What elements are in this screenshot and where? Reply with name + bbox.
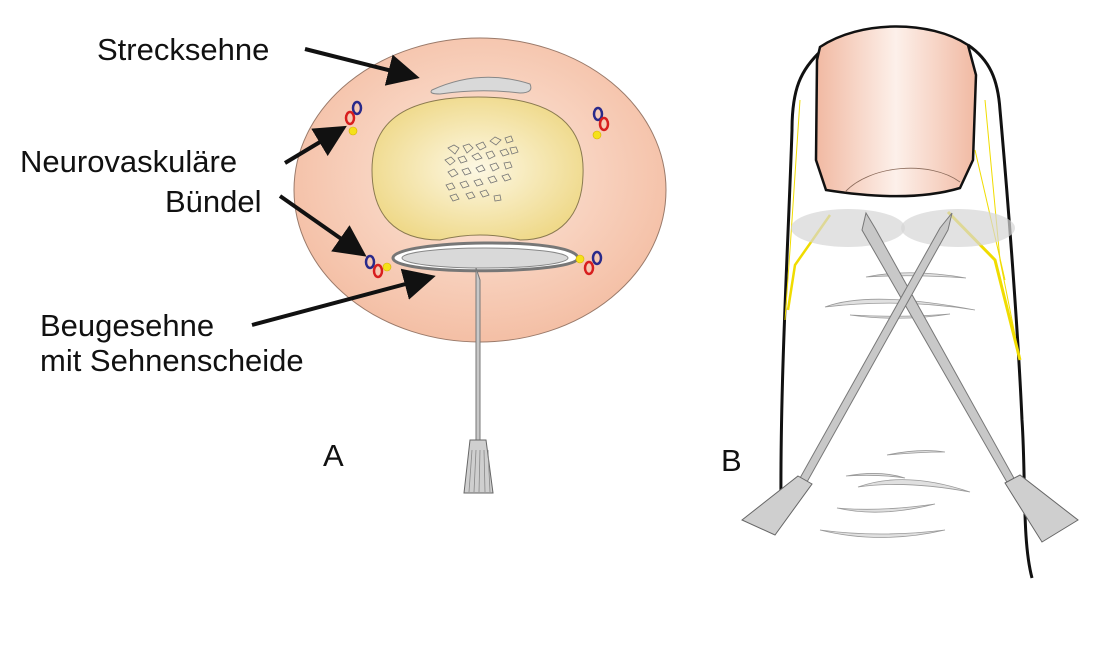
label-neurovascular-bundle-line1: Neurovaskuläre xyxy=(20,144,238,179)
neurovascular-bundle xyxy=(592,106,610,140)
fingernail xyxy=(814,25,978,198)
neurovascular-bundle xyxy=(364,254,392,279)
flexor-tendon xyxy=(401,247,569,269)
injection-site-left xyxy=(791,209,905,247)
cross-section-a xyxy=(251,37,667,494)
label-flexor-tendon-line2: mit Sehnenscheide xyxy=(40,343,304,378)
bone xyxy=(371,96,584,241)
needle-hub xyxy=(741,475,813,536)
injection-site-right xyxy=(901,209,1015,247)
lunula xyxy=(844,167,961,193)
finger-outline-left xyxy=(779,48,824,511)
label-flexor-tendon-line1: Beugesehne xyxy=(40,308,215,343)
extensor-tendon xyxy=(430,76,532,95)
needle-b1 xyxy=(861,211,1079,543)
needle-b2 xyxy=(741,212,953,536)
panel-label-b: B xyxy=(721,443,742,478)
label-arrows xyxy=(251,47,436,327)
neurovascular-bundle xyxy=(344,100,363,136)
panel-label-a: A xyxy=(323,438,344,473)
needle-hub xyxy=(463,439,494,494)
label-extensor-tendon: Strecksehne xyxy=(97,32,270,67)
trabecular-pattern xyxy=(444,135,519,202)
needle-a xyxy=(463,267,494,494)
neurovascular-bundle xyxy=(575,250,603,276)
label-neurovascular-bundle-line2: Bündel xyxy=(165,184,262,219)
needle-hub xyxy=(1004,474,1079,543)
finger-dorsal-view-b xyxy=(741,25,1079,579)
